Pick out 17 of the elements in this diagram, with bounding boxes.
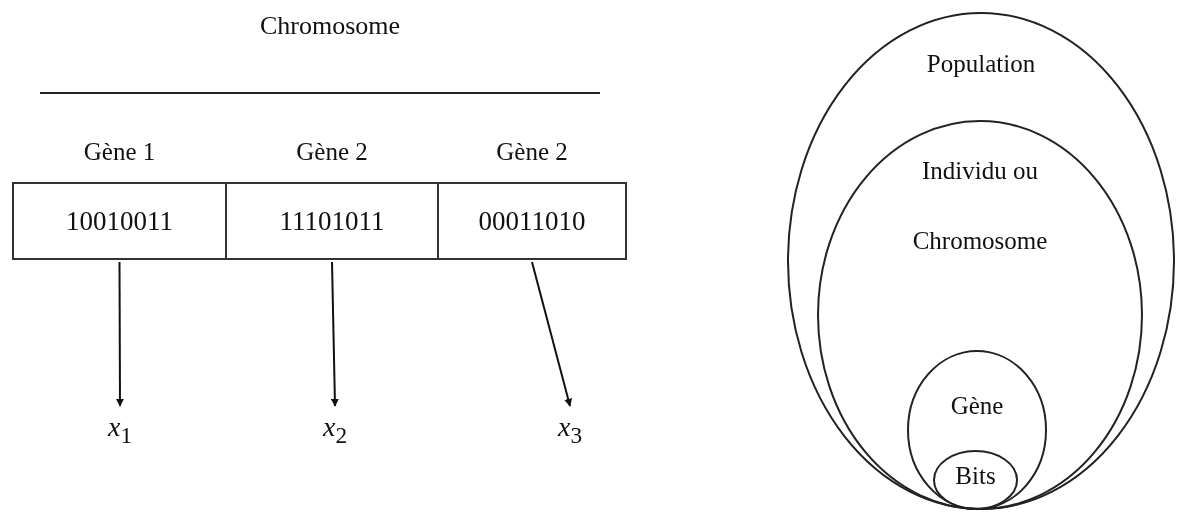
set-label: Gène bbox=[950, 392, 1004, 420]
set-label: Population bbox=[926, 50, 1036, 78]
gene-label: Gène 1 bbox=[83, 137, 156, 167]
set-label: Bits bbox=[955, 462, 996, 490]
bit-string-cell: 11101011 bbox=[225, 182, 439, 260]
variable-label: x$_{1}$ bbox=[95, 410, 145, 450]
bit-string-cell: 10010011 bbox=[12, 182, 227, 260]
arrow bbox=[330, 261, 339, 407]
bit-string-cell: 00011010 bbox=[437, 182, 627, 260]
heading-label: Chromosome bbox=[258, 10, 402, 42]
variable-label: x$_{2}$ bbox=[310, 410, 360, 450]
set-label: Individu ou Chromosome bbox=[912, 156, 1048, 256]
arrow bbox=[531, 261, 573, 407]
gene-label: Gène 2 bbox=[496, 137, 568, 167]
variable-label: x$_{3}$ bbox=[545, 410, 595, 450]
arrow bbox=[116, 261, 124, 407]
gene-label: Gène 2 bbox=[296, 137, 368, 167]
